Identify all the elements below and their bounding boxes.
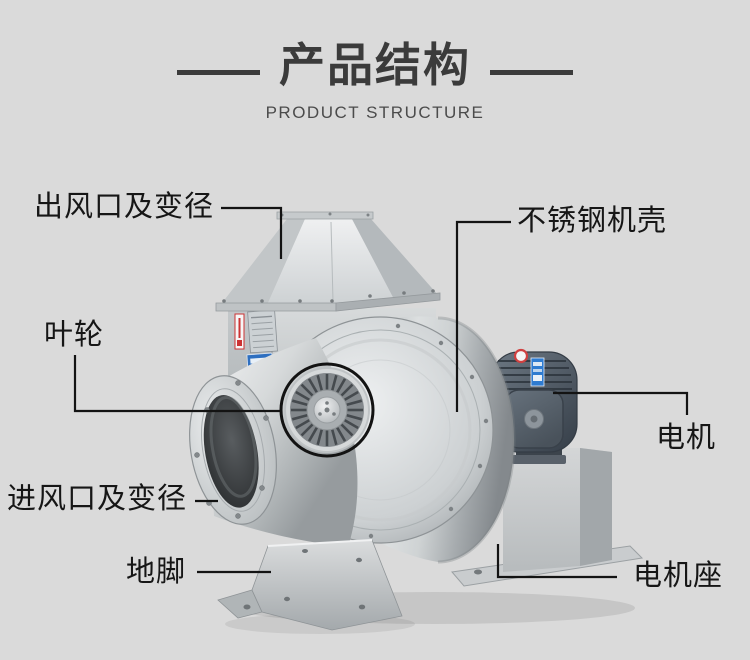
impeller [284, 367, 370, 453]
duct-sticker-red [234, 313, 245, 350]
label-casing: 不锈钢机壳 [517, 205, 668, 237]
motor-sticker-round [513, 348, 529, 364]
duct-nameplate [247, 309, 278, 354]
label-inlet: 进风口及变径 [7, 483, 188, 515]
impeller-connector-line [73, 355, 281, 413]
inlet-flange [189, 375, 277, 525]
outlet-connector-line [221, 206, 283, 259]
label-motor: 电机 [656, 422, 717, 454]
label-impeller: 叶轮 [44, 319, 105, 351]
label-foot: 地脚 [126, 556, 187, 588]
casing-connector-line [455, 220, 511, 412]
annotation-lines [73, 206, 689, 579]
title-dash-left [177, 70, 260, 75]
motor-base-connector-line [496, 544, 617, 579]
page-title: 产品结构 [279, 39, 471, 91]
motor-connector-line [553, 391, 689, 415]
title-dash-right [490, 70, 573, 75]
label-motor-base: 电机座 [633, 560, 724, 592]
page-subtitle: PRODUCT STRUCTURE [265, 103, 485, 122]
outlet-hopper [215, 211, 441, 312]
label-outlet: 出风口及变径 [34, 191, 215, 223]
motor-sticker-blue [530, 357, 545, 387]
foot-bracket [217, 539, 403, 631]
